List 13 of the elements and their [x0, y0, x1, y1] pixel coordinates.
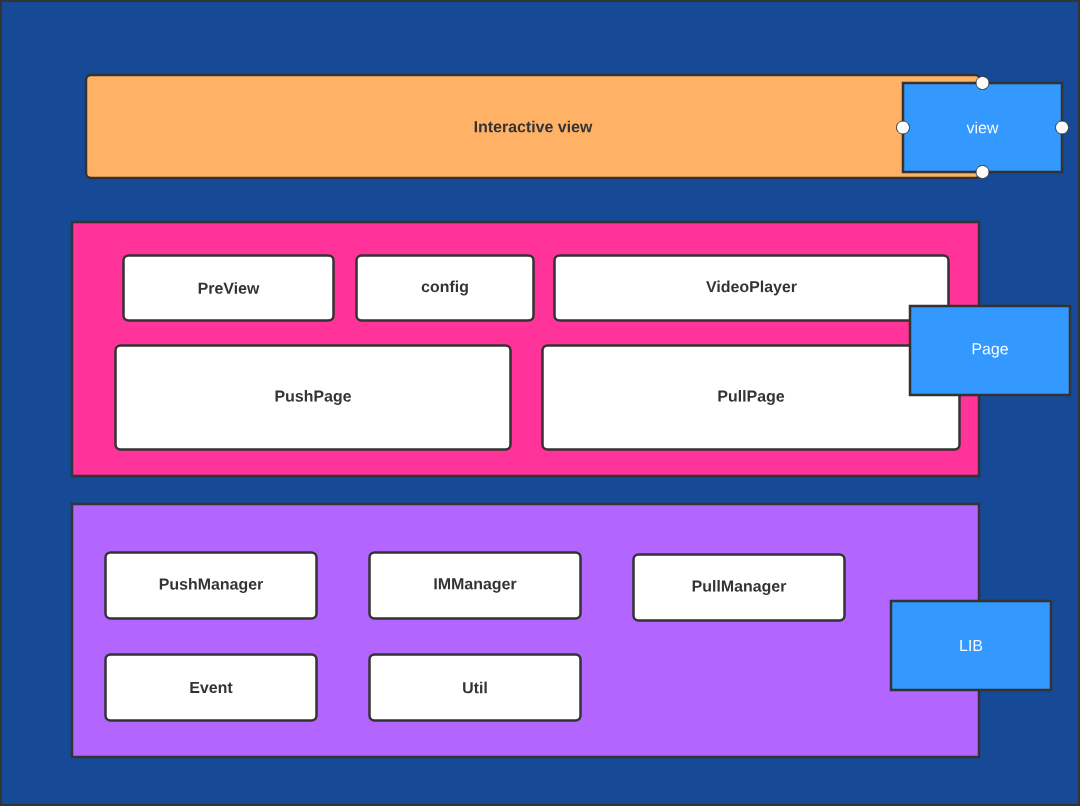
- module-box: VideoPlayer: [553, 254, 950, 322]
- tag-box: LIB: [889, 599, 1053, 692]
- module-box: PushPage: [114, 344, 512, 451]
- module-box: Util: [368, 653, 582, 722]
- tag-box: view: [901, 81, 1064, 174]
- tag-box: Page: [908, 304, 1072, 397]
- module-box: Event: [104, 653, 318, 722]
- module-box: PushManager: [104, 551, 318, 620]
- module-box: PreView: [122, 254, 335, 322]
- module-box: PullManager: [632, 553, 846, 622]
- module-box: IMManager: [368, 551, 582, 620]
- module-box: config: [355, 254, 535, 322]
- module-box: PullPage: [541, 344, 961, 451]
